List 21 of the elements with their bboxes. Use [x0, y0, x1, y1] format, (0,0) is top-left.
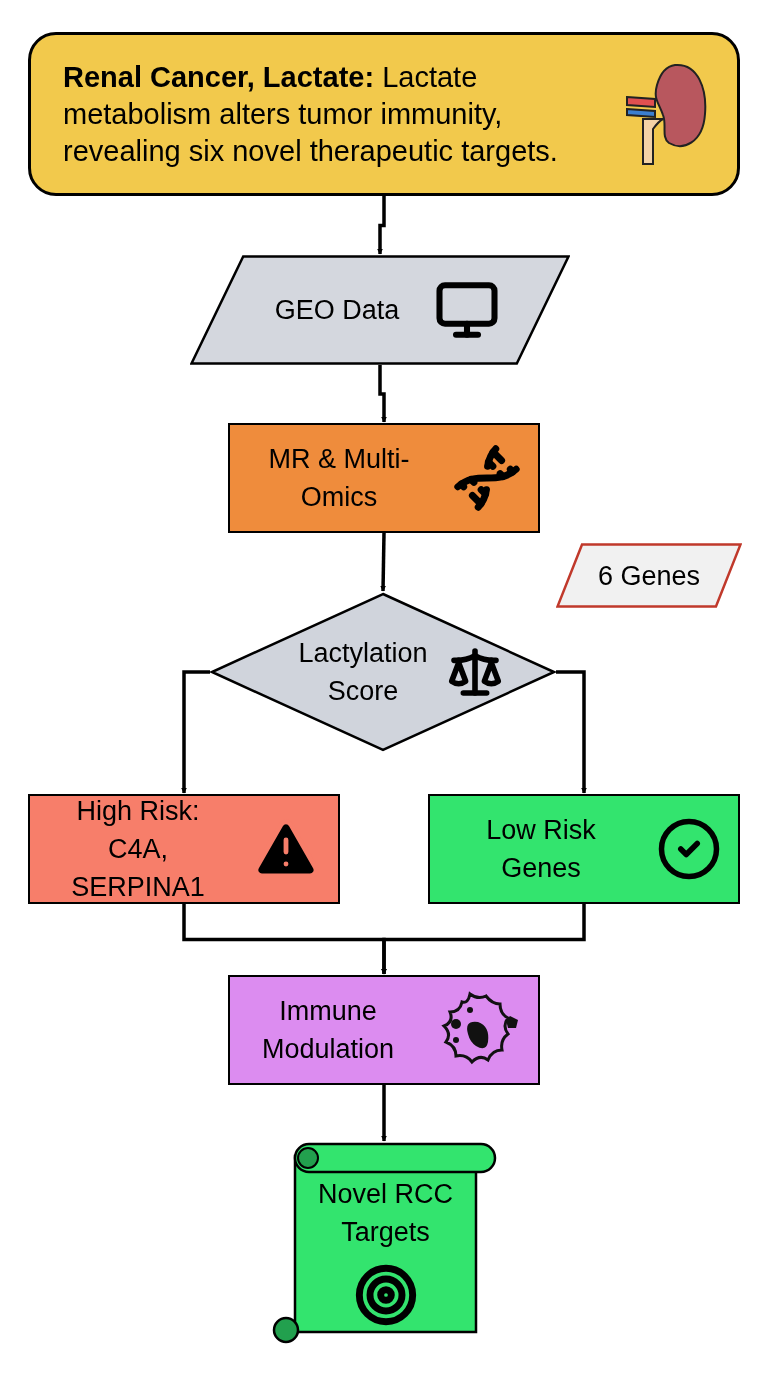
node-label: Lactylation Score [297, 637, 429, 708]
arrow [380, 532, 387, 592]
process-box [228, 975, 540, 1085]
title-banner [28, 32, 740, 196]
node-label: Novel RCC Targets [317, 1178, 454, 1249]
node-label: GEO Data [273, 294, 401, 327]
process-box [428, 794, 740, 904]
node-label: Low Risk Genes [485, 814, 597, 885]
process-box [28, 794, 340, 904]
node-label: Immune Modulation [260, 995, 396, 1066]
arrow [556, 670, 587, 794]
node-label: MR & Multi-Omics [267, 443, 411, 514]
arrow [381, 1085, 387, 1142]
process-box [228, 423, 540, 533]
arrow [377, 196, 386, 255]
node-label: High Risk: C4A, SERPINA1 [70, 795, 206, 904]
arrow [381, 904, 586, 975]
node-label: 6 Genes [597, 559, 701, 593]
node-label: Renal Cancer, Lactate: Lactate metabolism alters tumor immunity, revealing six novel therapeutic targets. [63, 59, 559, 169]
arrow [378, 365, 387, 423]
arrow [181, 670, 210, 794]
